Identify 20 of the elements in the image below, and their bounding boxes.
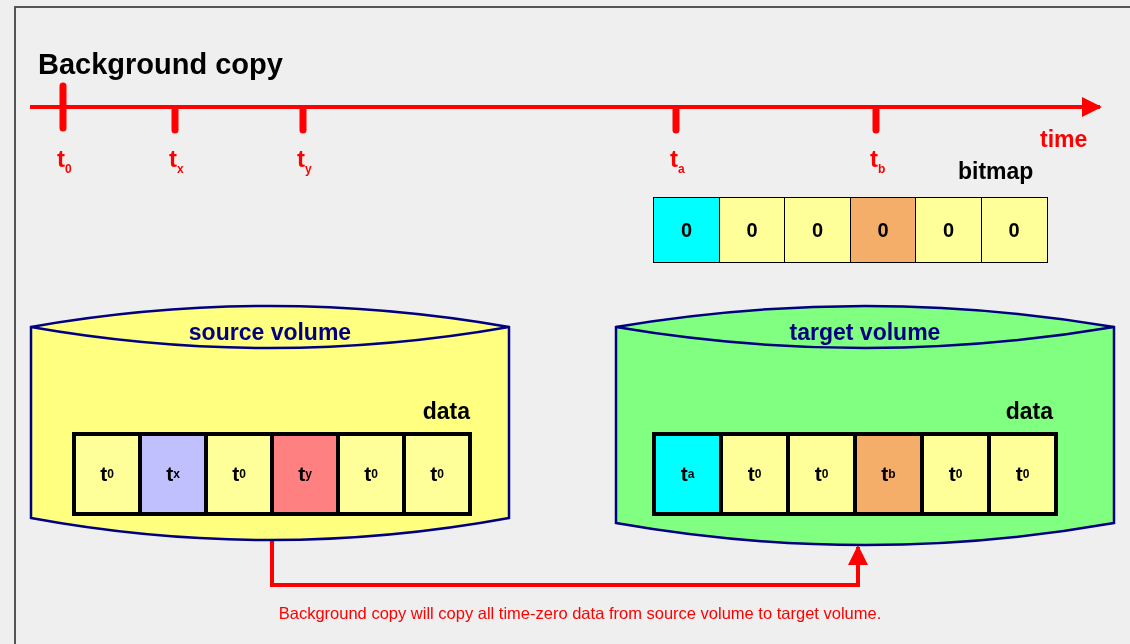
tick-label: t$_{y}$ [297, 145, 312, 176]
tick-label: t$_{b}$ [870, 145, 886, 176]
bitmap-cell: 0 [849, 197, 917, 263]
data-heading: data [422, 398, 470, 425]
bitmap-cell: 0 [653, 197, 720, 263]
caption: Background copy will copy all time-zero data from source volume to target volume. [277, 604, 883, 623]
bitmap-cell: 0 [718, 197, 786, 263]
tick-label: t$_{a}$ [670, 145, 685, 176]
tick-label: t$_{0}$ [57, 145, 72, 176]
bitmap-cell: 0 [784, 197, 851, 263]
bitmap-cell: 0 [915, 197, 982, 263]
bitmap-label: bitmap [958, 158, 1034, 185]
data-heading: data [1005, 398, 1053, 425]
axis-label: time [1040, 126, 1088, 153]
tick-label: t$_{x}$ [169, 145, 184, 176]
arrow [270, 540, 868, 587]
volume-title: target volume [788, 319, 942, 346]
bitmap-cell: 0 [980, 197, 1048, 263]
volume-title: source volume [187, 319, 353, 346]
title: Background copy [38, 48, 283, 81]
